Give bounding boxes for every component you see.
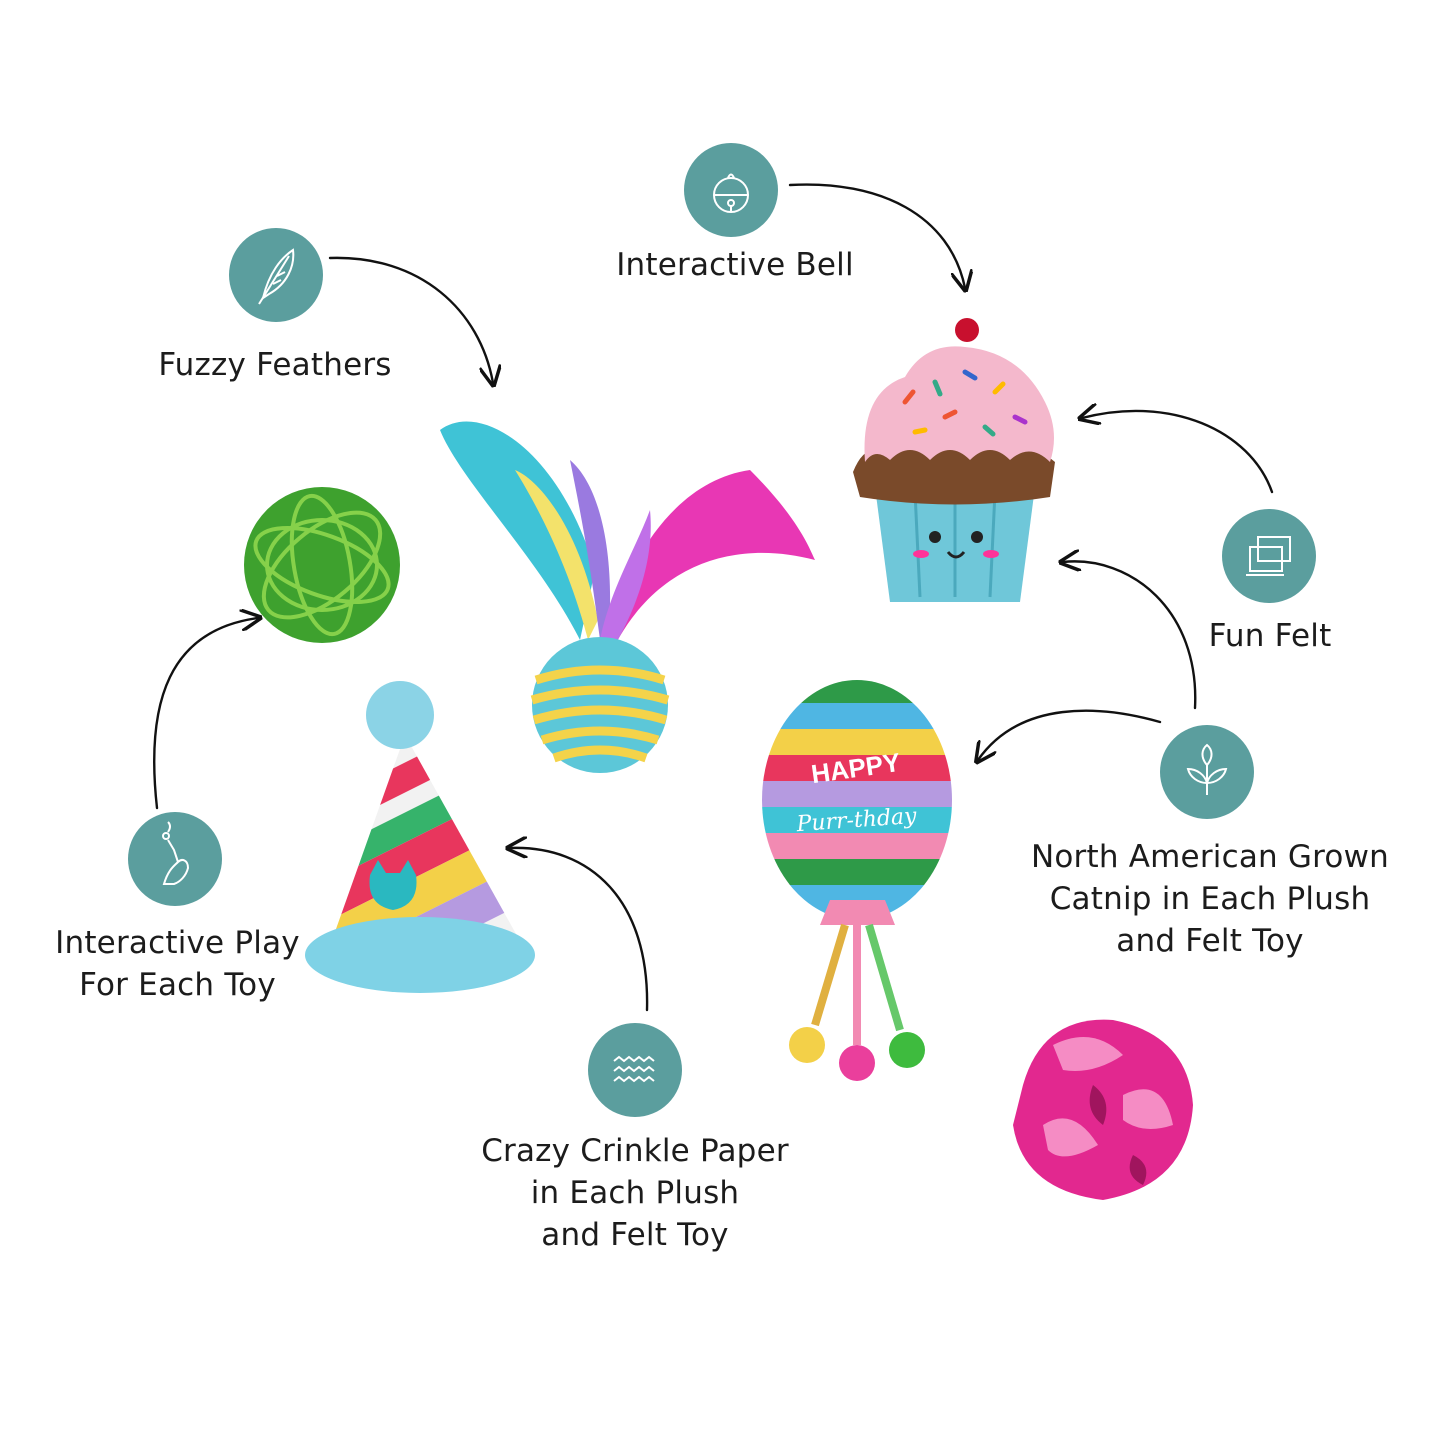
badge-bell bbox=[684, 143, 778, 237]
label-felt: Fun Felt bbox=[1208, 618, 1332, 654]
label-feathers: Fuzzy Feathers bbox=[158, 347, 392, 383]
balloon-toy: HAPPY Purr-thday bbox=[745, 675, 975, 1115]
waves-icon bbox=[613, 1055, 655, 1083]
badge-crinkle bbox=[588, 1023, 682, 1117]
arrow-feathers bbox=[328, 256, 493, 383]
badge-feathers bbox=[229, 228, 323, 322]
arrow-felt bbox=[1082, 411, 1274, 494]
feather-icon bbox=[258, 248, 295, 305]
badge-catnip bbox=[1160, 725, 1254, 819]
label-catnip: North American Grown Catnip in Each Plus… bbox=[1031, 839, 1389, 959]
arrow-catnip-cupcake bbox=[1063, 561, 1197, 710]
badge-play bbox=[128, 812, 222, 906]
party-hat-toy bbox=[300, 675, 555, 1020]
label-play: Interactive Play For Each Toy bbox=[55, 925, 300, 1003]
feather-sisal-ball-toy bbox=[420, 390, 820, 780]
label-bell: Interactive Bell bbox=[616, 247, 854, 283]
cat-playing-icon bbox=[162, 821, 190, 885]
felt-layers-icon bbox=[1246, 536, 1291, 576]
arrow-catnip-balloon bbox=[978, 709, 1162, 760]
leaf-sprout-icon bbox=[1186, 743, 1228, 795]
crinkle-ball-toy bbox=[1003, 1005, 1198, 1205]
arrow-play bbox=[153, 618, 258, 810]
wicker-ball-toy bbox=[235, 478, 410, 653]
label-crinkle: Crazy Crinkle Paper in Each Plush and Fe… bbox=[481, 1133, 789, 1253]
arrow-crinkle bbox=[510, 848, 649, 1012]
badge-felt bbox=[1222, 509, 1316, 603]
bell-icon bbox=[713, 173, 749, 213]
arrow-bell bbox=[788, 183, 965, 288]
cupcake-toy bbox=[845, 312, 1065, 612]
